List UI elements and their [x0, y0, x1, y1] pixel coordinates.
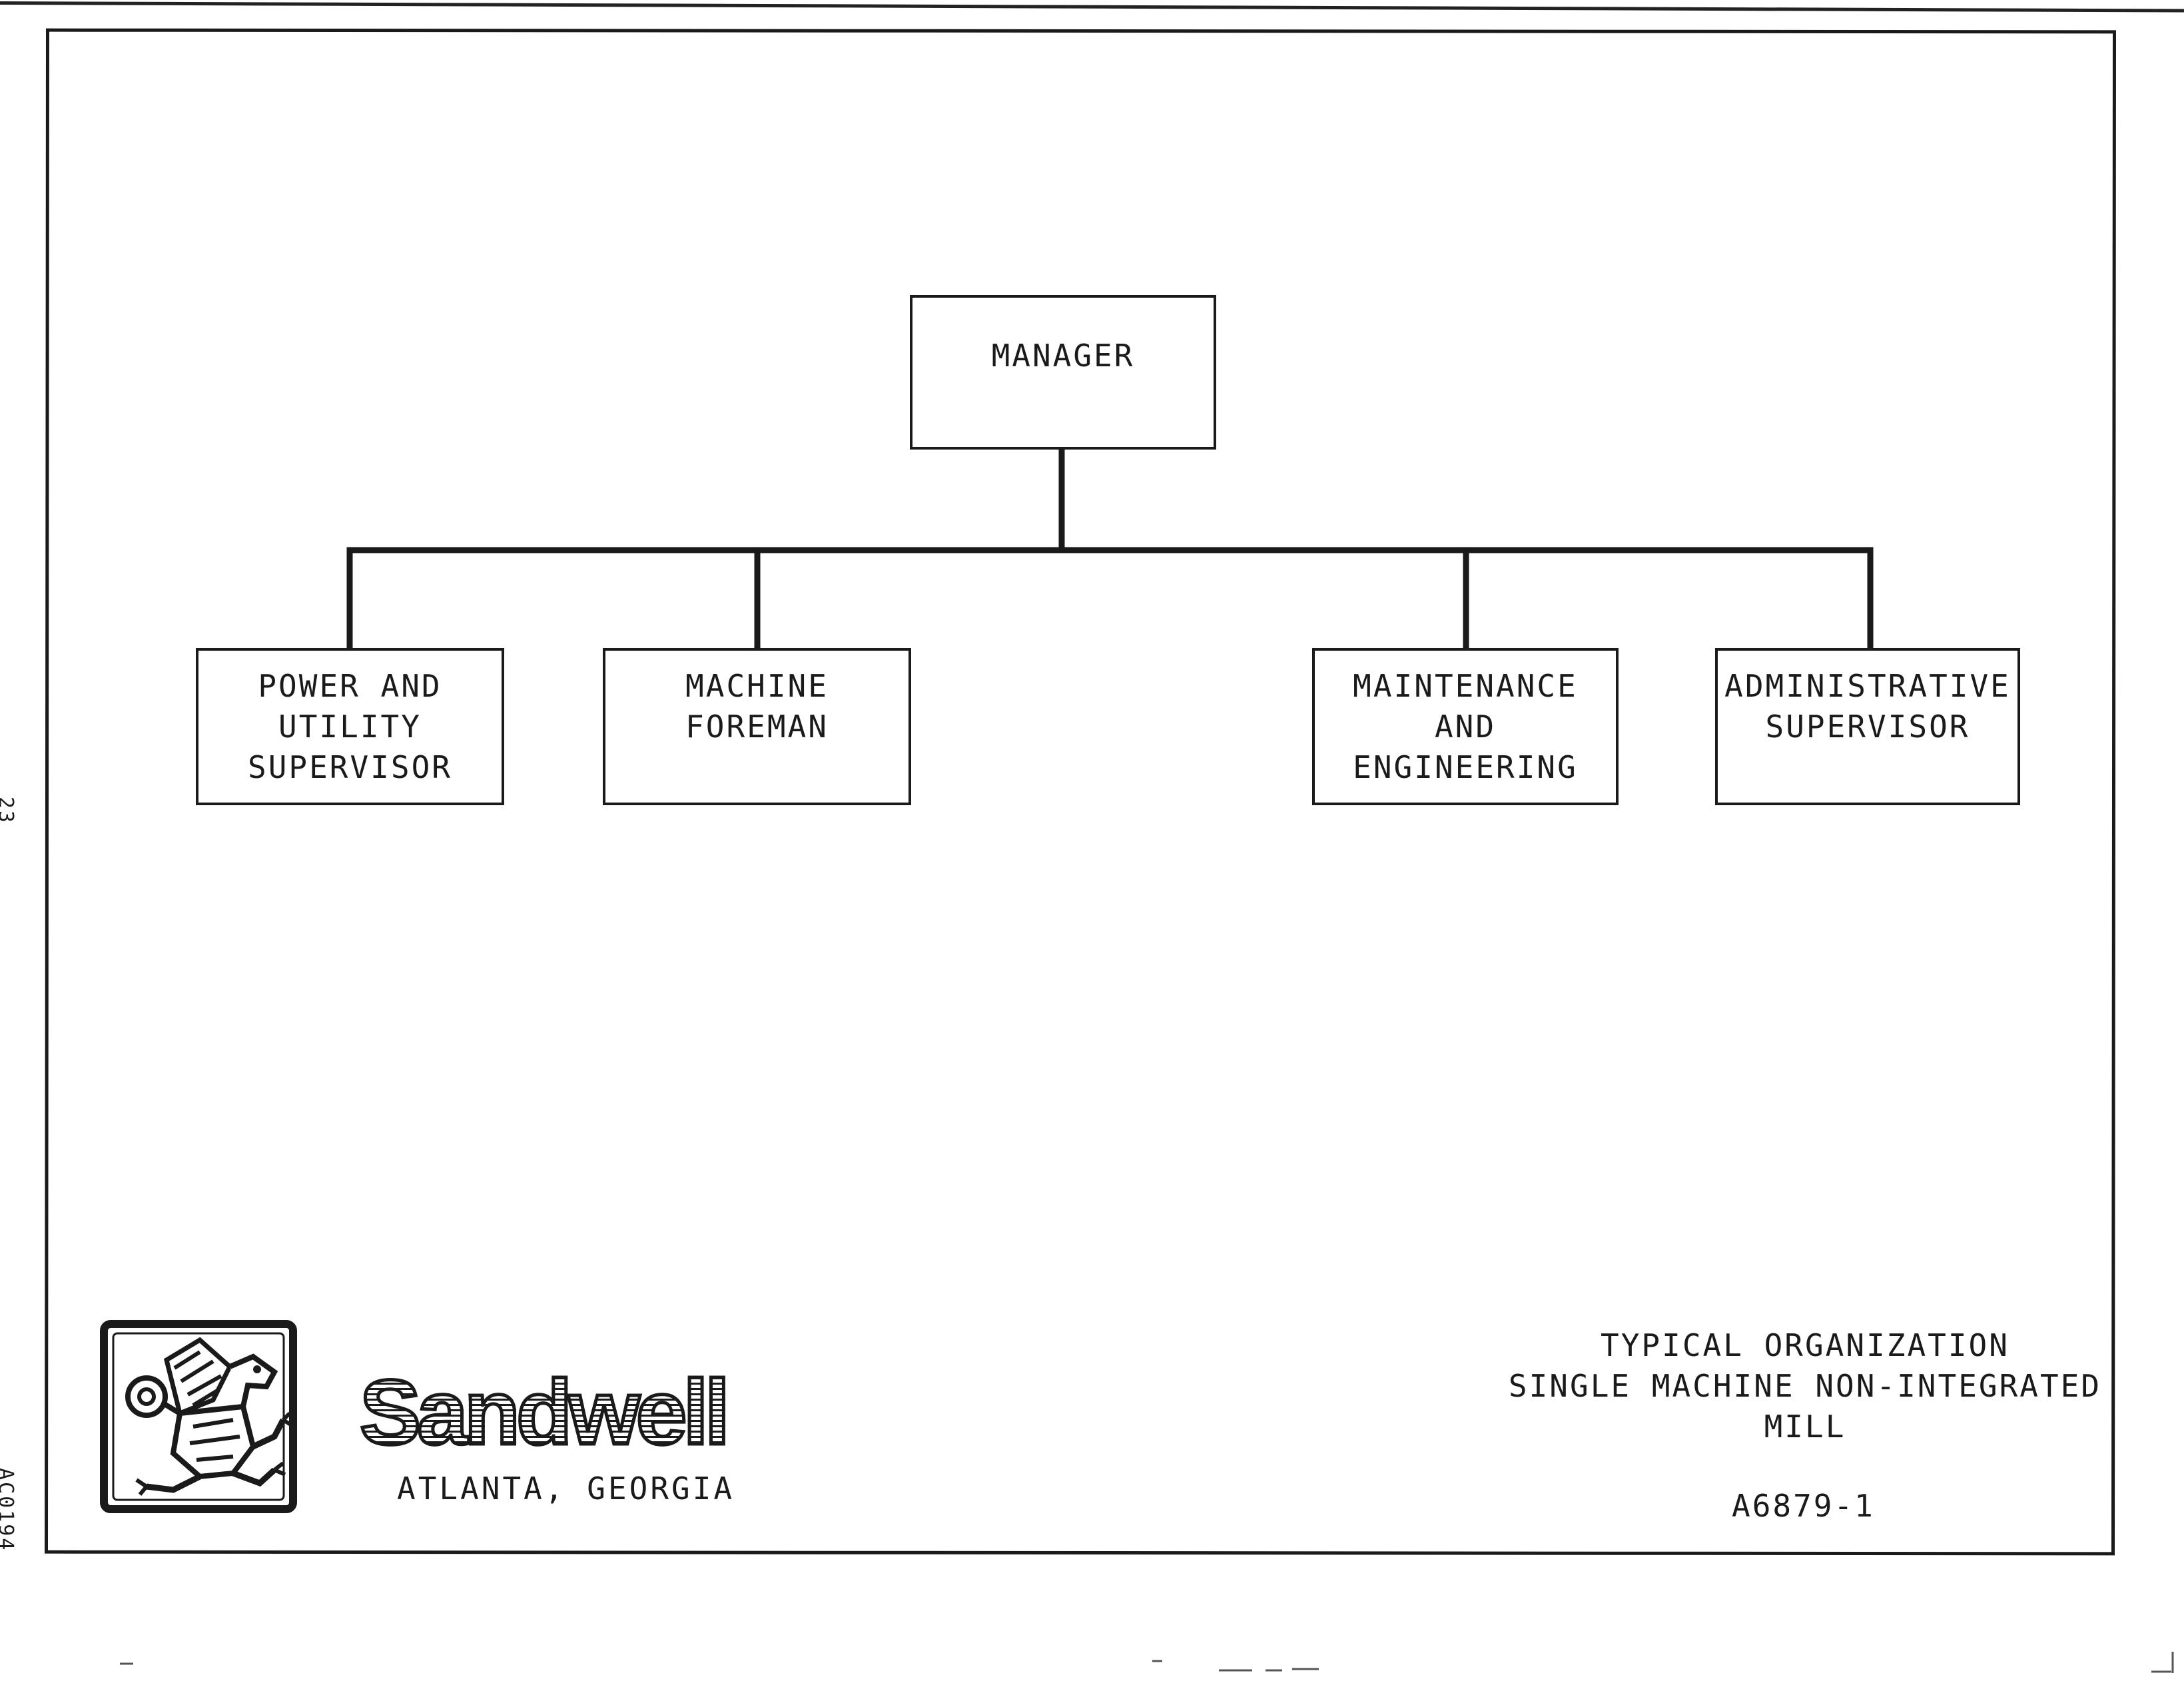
- drawing-title-block: TYPICAL ORGANIZATION SINGLE MACHINE NON-…: [1485, 1325, 2125, 1447]
- document-code: AC0194: [0, 1468, 17, 1552]
- manager-label: MANAGER: [991, 337, 1135, 374]
- power-utility-supervisor-box: POWER AND UTILITY SUPERVISOR: [196, 648, 504, 805]
- title-line-2: SINGLE MACHINE NON-INTEGRATED: [1508, 1368, 2102, 1404]
- maintenance-engineering-label: MAINTENANCE AND ENGINEERING: [1353, 667, 1578, 785]
- power-utility-supervisor-label: POWER AND UTILITY SUPERVISOR: [248, 667, 452, 785]
- brand-wordmark: Sandwell: [358, 1361, 731, 1464]
- title-line-1: TYPICAL ORGANIZATION: [1601, 1327, 2009, 1363]
- machine-foreman-label: MACHINE FOREMAN: [685, 668, 829, 745]
- location-text: ATLANTA, GEORGIA: [397, 1471, 735, 1507]
- title-line-3: MILL: [1764, 1409, 1846, 1445]
- drawing-number: A6879-1: [1732, 1488, 1875, 1524]
- administrative-supervisor-label: ADMINISTRATIVE SUPERVISOR: [1724, 668, 2011, 745]
- griffin-logo-icon: [100, 1320, 297, 1513]
- page-number: 23: [0, 797, 17, 825]
- scan-edge-marks: [120, 1652, 2174, 1673]
- maintenance-engineering-box: MAINTENANCE AND ENGINEERING: [1312, 648, 1619, 805]
- administrative-supervisor-box: ADMINISTRATIVE SUPERVISOR: [1715, 648, 2020, 805]
- manager-box: MANAGER: [910, 295, 1216, 450]
- machine-foreman-box: MACHINE FOREMAN: [603, 648, 911, 805]
